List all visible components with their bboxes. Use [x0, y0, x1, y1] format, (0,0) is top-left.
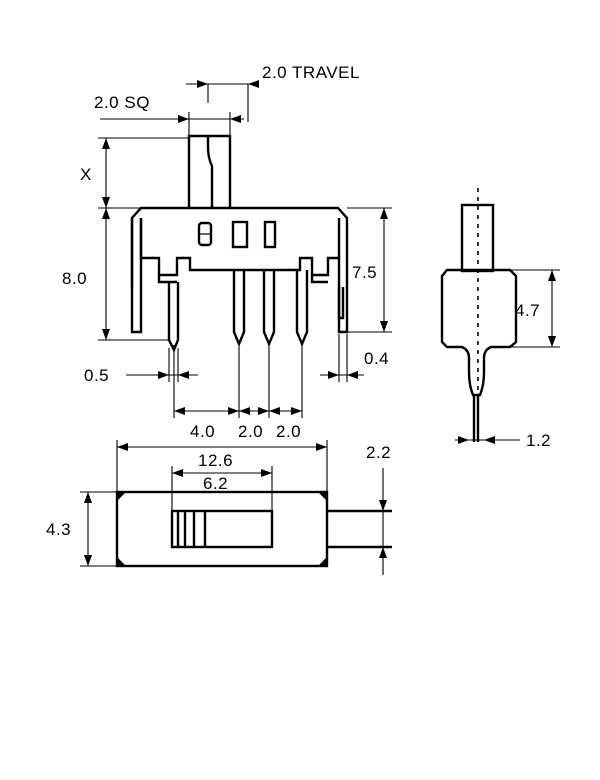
front-actuator — [187, 134, 232, 208]
top-view — [115, 490, 392, 568]
label-side-body-height: 4.7 — [515, 301, 540, 320]
label-pin-pitch-outer: 4.0 — [190, 422, 215, 441]
label-side-pin-width: 1.2 — [526, 431, 551, 450]
label-body-height: 7.5 — [352, 263, 377, 282]
label-travel: 2.0 TRAVEL — [262, 63, 360, 82]
label-slot-length: 6.2 — [203, 474, 228, 493]
side-body — [440, 268, 518, 397]
front-pin-2 — [262, 270, 276, 348]
label-mount-pin-width: 0.5 — [84, 366, 109, 385]
front-pin-1 — [232, 270, 246, 348]
top-slider — [170, 509, 274, 549]
label-actuator-height: X — [80, 165, 92, 184]
front-window-right — [263, 220, 277, 249]
label-body-width: 4.3 — [46, 520, 71, 539]
dimension-labels: 2.0 TRAVEL 2.0 SQ X 8.0 7.5 0.5 0.4 4.0 … — [46, 63, 551, 539]
label-actuator-square: 2.0 SQ — [94, 93, 150, 112]
label-pin-pitch-1: 2.0 — [238, 422, 263, 441]
label-body-length: 12.6 — [198, 451, 233, 470]
front-pin-3 — [295, 270, 309, 348]
label-pin-pitch-2: 2.0 — [276, 422, 301, 441]
label-pin-thickness: 0.4 — [364, 349, 389, 368]
front-view — [130, 134, 349, 353]
top-body — [115, 490, 329, 568]
label-overall-height: 8.0 — [62, 269, 87, 288]
side-view — [440, 188, 518, 442]
front-left-leg — [130, 218, 143, 334]
dimension-lines — [80, 80, 560, 575]
label-actuator-width: 2.2 — [366, 443, 391, 462]
front-pin-left — [167, 282, 180, 353]
front-window-middle — [231, 220, 249, 249]
